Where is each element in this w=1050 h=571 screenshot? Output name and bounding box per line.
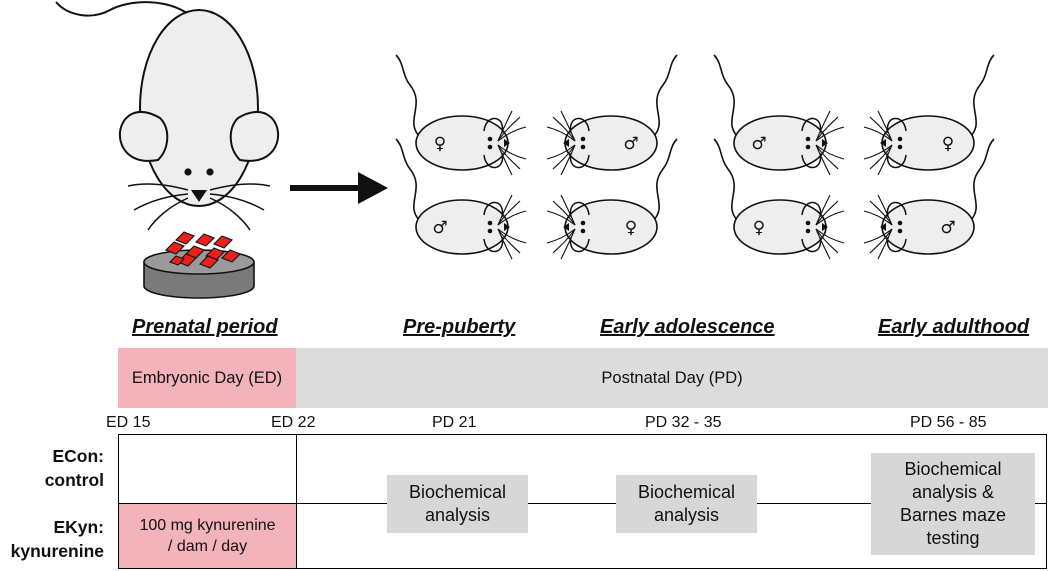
analysis-box-early-adolescence: Biochemical analysis xyxy=(616,475,757,533)
group-econ-line2: control xyxy=(44,470,104,490)
grid-column-divider xyxy=(296,434,297,569)
group-econ-line1: ECon: xyxy=(52,446,104,466)
period-early-adolescence: Early adolescence xyxy=(600,316,775,338)
group-ekyn-line2: kynurenine xyxy=(10,541,104,561)
male-symbol: ♂ xyxy=(940,218,955,238)
tick-pd56-85: PD 56 - 85 xyxy=(910,414,987,431)
analysis-line: analysis xyxy=(424,505,490,525)
female-symbol: ♀ xyxy=(942,134,954,154)
pup-male xyxy=(713,54,845,176)
group-ekyn-line1: EKyn: xyxy=(53,517,104,537)
postnatal-band-fill xyxy=(296,348,1048,408)
kynurenine-treatment-cell: 100 mg kynurenine / dam / day xyxy=(119,504,296,568)
embryonic-band-fill xyxy=(118,348,296,408)
pup-female xyxy=(863,54,995,176)
male-symbol: ♂ xyxy=(623,134,638,154)
arrow-right-icon xyxy=(290,172,388,204)
dam-mouse xyxy=(55,1,279,231)
postnatal-day-label: Postnatal Day (PD) xyxy=(601,368,743,387)
male-symbol: ♂ xyxy=(751,134,766,154)
analysis-box-prepuberty: Biochemical analysis xyxy=(387,475,528,533)
pup-female xyxy=(395,54,527,176)
group-timeline-grid xyxy=(118,434,1047,569)
tick-pd32-35: PD 32 - 35 xyxy=(645,414,722,431)
tick-ed22: ED 22 xyxy=(271,414,316,431)
female-symbol: ♀ xyxy=(753,218,765,238)
analysis-line: testing xyxy=(926,528,980,548)
male-symbol: ♂ xyxy=(432,218,447,238)
female-symbol: ♀ xyxy=(625,218,637,238)
analysis-line: Biochemical xyxy=(904,459,1002,479)
treatment-line2: / dam / day xyxy=(167,538,248,555)
analysis-line: analysis & xyxy=(911,482,995,502)
tick-ed15: ED 15 xyxy=(106,414,151,431)
tick-pd21: PD 21 xyxy=(432,414,477,431)
female-symbol: ♀ xyxy=(434,134,446,154)
analysis-box-early-adulthood: Biochemical analysis & Barnes maze testi… xyxy=(871,453,1035,555)
analysis-line: Biochemical xyxy=(408,482,507,502)
grid-row-divider xyxy=(118,503,1047,504)
kynurenine-pellets xyxy=(165,231,241,269)
embryonic-day-label: Embryonic Day (ED) xyxy=(131,368,283,387)
analysis-line: Biochemical xyxy=(637,482,736,502)
period-prenatal: Prenatal period xyxy=(132,316,278,338)
treatment-line1: 100 mg kynurenine xyxy=(139,517,276,534)
analysis-line: Barnes maze xyxy=(899,505,1007,525)
analysis-line: analysis xyxy=(653,505,719,525)
period-early-adulthood: Early adulthood xyxy=(878,316,1030,338)
period-prepuberty: Pre-puberty xyxy=(403,316,516,338)
pup-male xyxy=(546,54,678,176)
group-econ-label: ECon: control xyxy=(0,444,104,492)
group-ekyn-label: EKyn: kynurenine xyxy=(0,515,104,563)
